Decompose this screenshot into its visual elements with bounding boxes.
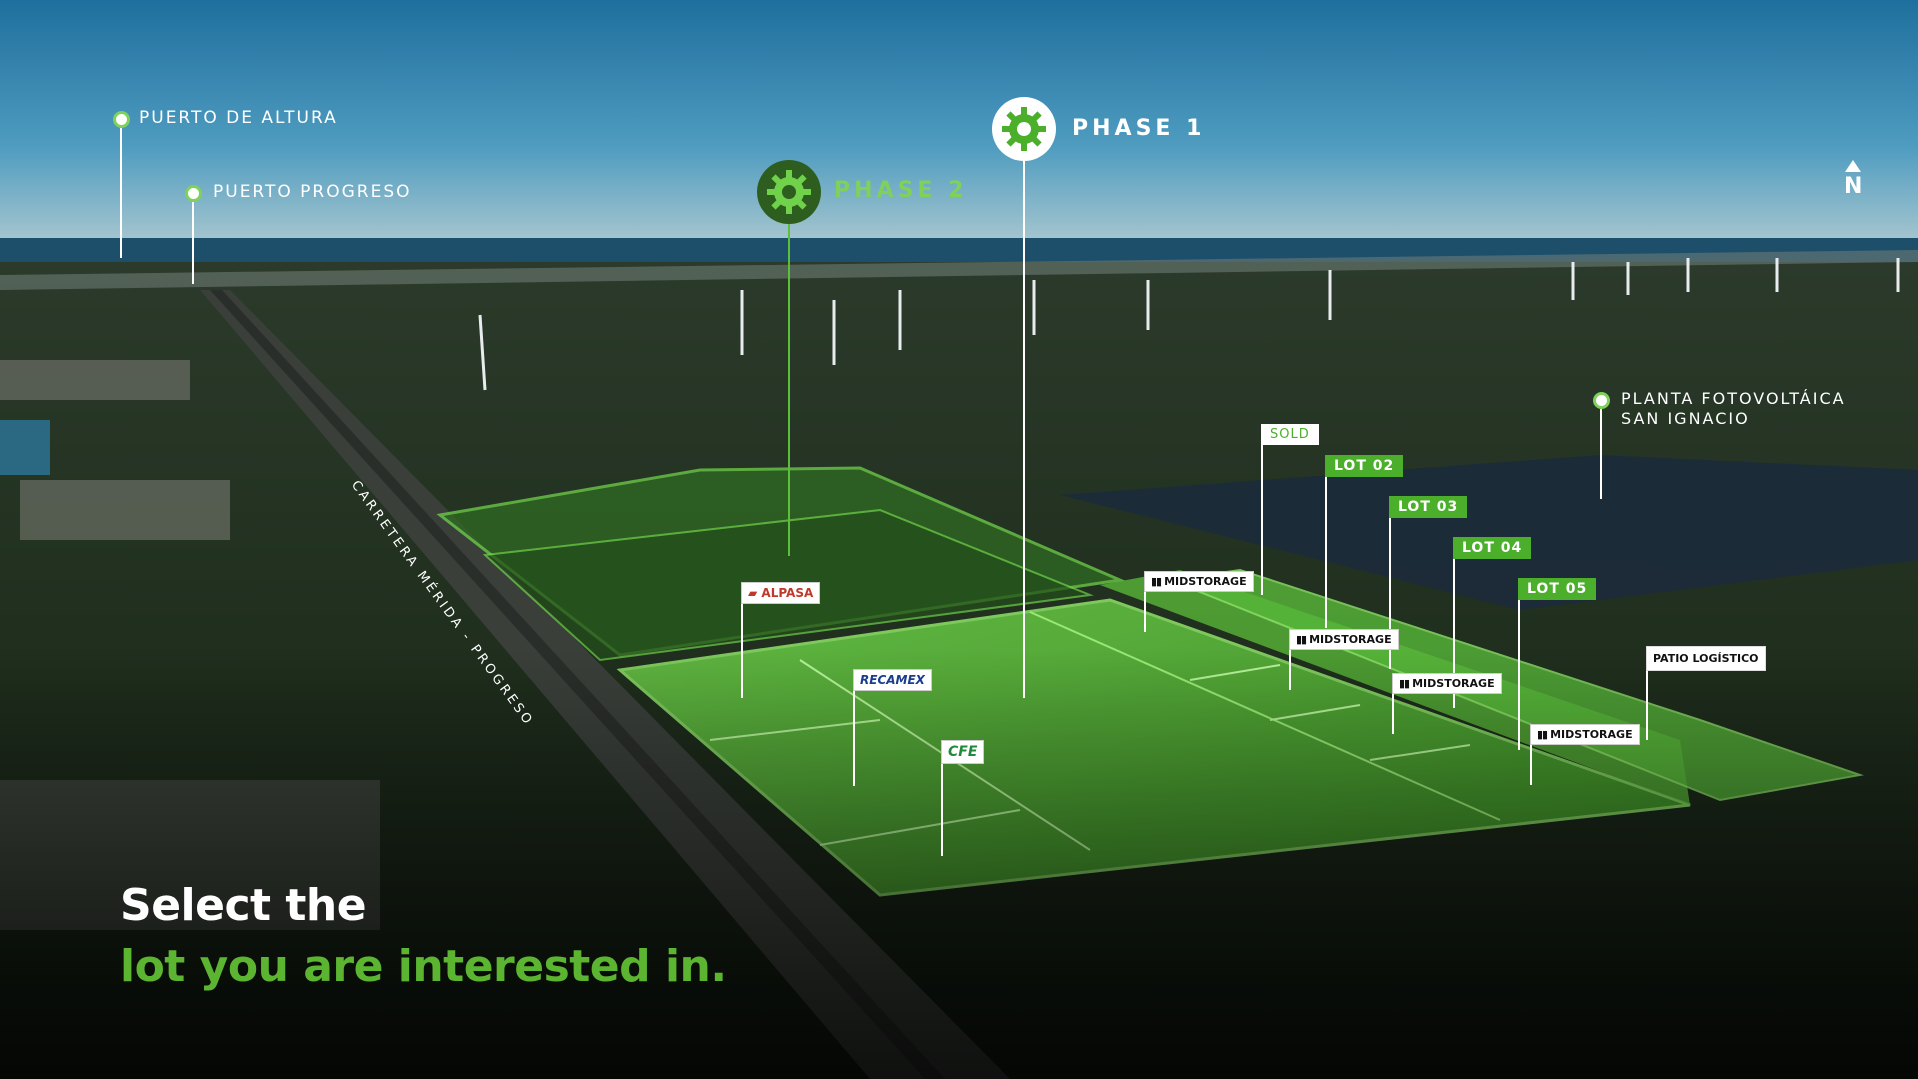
- flag-pole: [741, 598, 743, 698]
- flag-pole: [853, 688, 855, 786]
- tenant-recamex-flag[interactable]: RECAMEX: [853, 669, 932, 691]
- pin-line: [1600, 409, 1602, 499]
- midstorage-logo-icon: ▮▮: [1537, 728, 1548, 741]
- flag-pole: [941, 760, 943, 856]
- tenant-midstorage-label: MIDSTORAGE: [1550, 728, 1633, 741]
- midstorage-logo-icon: ▮▮: [1296, 633, 1307, 646]
- flag-pole: [1289, 648, 1291, 690]
- flag-pole: [1144, 590, 1146, 632]
- midstorage-logo-icon: ▮▮: [1399, 677, 1410, 690]
- patio-logistico-flag[interactable]: PATIO LOGÍSTICO: [1646, 646, 1766, 671]
- pin-line: [120, 128, 122, 258]
- flag-pole: [1530, 743, 1532, 785]
- compass: N: [1844, 160, 1862, 199]
- tenant-midstorage-flag[interactable]: ▮▮MIDSTORAGE: [1530, 724, 1640, 745]
- north-arrow-icon: [1845, 160, 1862, 172]
- tenant-cfe-flag[interactable]: CFE: [941, 740, 985, 764]
- flag-pole: [1518, 588, 1520, 750]
- gear-icon: [767, 170, 811, 214]
- location-pin-icon: [185, 185, 202, 202]
- lot-03-flag[interactable]: LOT 03: [1389, 496, 1468, 518]
- flag-pole: [1646, 668, 1648, 740]
- flag-pole: [1392, 692, 1394, 734]
- headline-line-1: Select the: [120, 880, 367, 931]
- lot-05-flag[interactable]: LOT 05: [1518, 578, 1597, 600]
- tenant-midstorage-label: MIDSTORAGE: [1412, 677, 1495, 690]
- tenant-midstorage-label: MIDSTORAGE: [1164, 575, 1247, 588]
- tenant-midstorage-label: MIDSTORAGE: [1309, 633, 1392, 646]
- headline-line-2: lot you are interested in.: [120, 941, 727, 992]
- flag-pole: [1453, 548, 1455, 708]
- phase-1-line: [1023, 161, 1025, 698]
- alpasa-logo-icon: ▰: [748, 586, 758, 600]
- flag-pole: [1261, 430, 1263, 595]
- tenant-midstorage-flag[interactable]: ▮▮MIDSTORAGE: [1392, 673, 1502, 694]
- flag-pole: [1389, 507, 1391, 669]
- compass-label: N: [1844, 174, 1863, 199]
- phase-2-button[interactable]: [757, 160, 821, 224]
- tenant-midstorage-flag[interactable]: ▮▮MIDSTORAGE: [1144, 571, 1254, 592]
- gear-icon: [1002, 107, 1046, 151]
- tenant-alpasa-label: ALPASA: [761, 586, 814, 600]
- label-san-ignacio: SAN IGNACIO: [1621, 409, 1750, 428]
- location-pin-icon: [1593, 392, 1610, 409]
- phase-2-line: [788, 224, 790, 556]
- phase-1-label[interactable]: PHASE 1: [1072, 116, 1206, 141]
- tenant-midstorage-flag[interactable]: ▮▮MIDSTORAGE: [1289, 629, 1399, 650]
- lot-sold-flag[interactable]: SOLD: [1261, 424, 1319, 445]
- label-puerto-progreso: PUERTO PROGRESO: [213, 182, 412, 202]
- lot-04-flag[interactable]: LOT 04: [1453, 537, 1532, 559]
- label-puerto-altura: PUERTO DE ALTURA: [139, 108, 338, 128]
- lot-02-flag[interactable]: LOT 02: [1325, 455, 1404, 477]
- flag-pole: [1325, 466, 1327, 628]
- label-planta-fotovoltaica: PLANTA FOTOVOLTÁICA: [1621, 389, 1846, 408]
- midstorage-logo-icon: ▮▮: [1151, 575, 1162, 588]
- tenant-alpasa-flag[interactable]: ▰ ALPASA: [741, 582, 821, 604]
- phase-1-button[interactable]: [992, 97, 1056, 161]
- pin-line: [192, 202, 194, 284]
- location-pin-icon: [113, 111, 130, 128]
- phase-2-label[interactable]: PHASE 2: [834, 178, 968, 203]
